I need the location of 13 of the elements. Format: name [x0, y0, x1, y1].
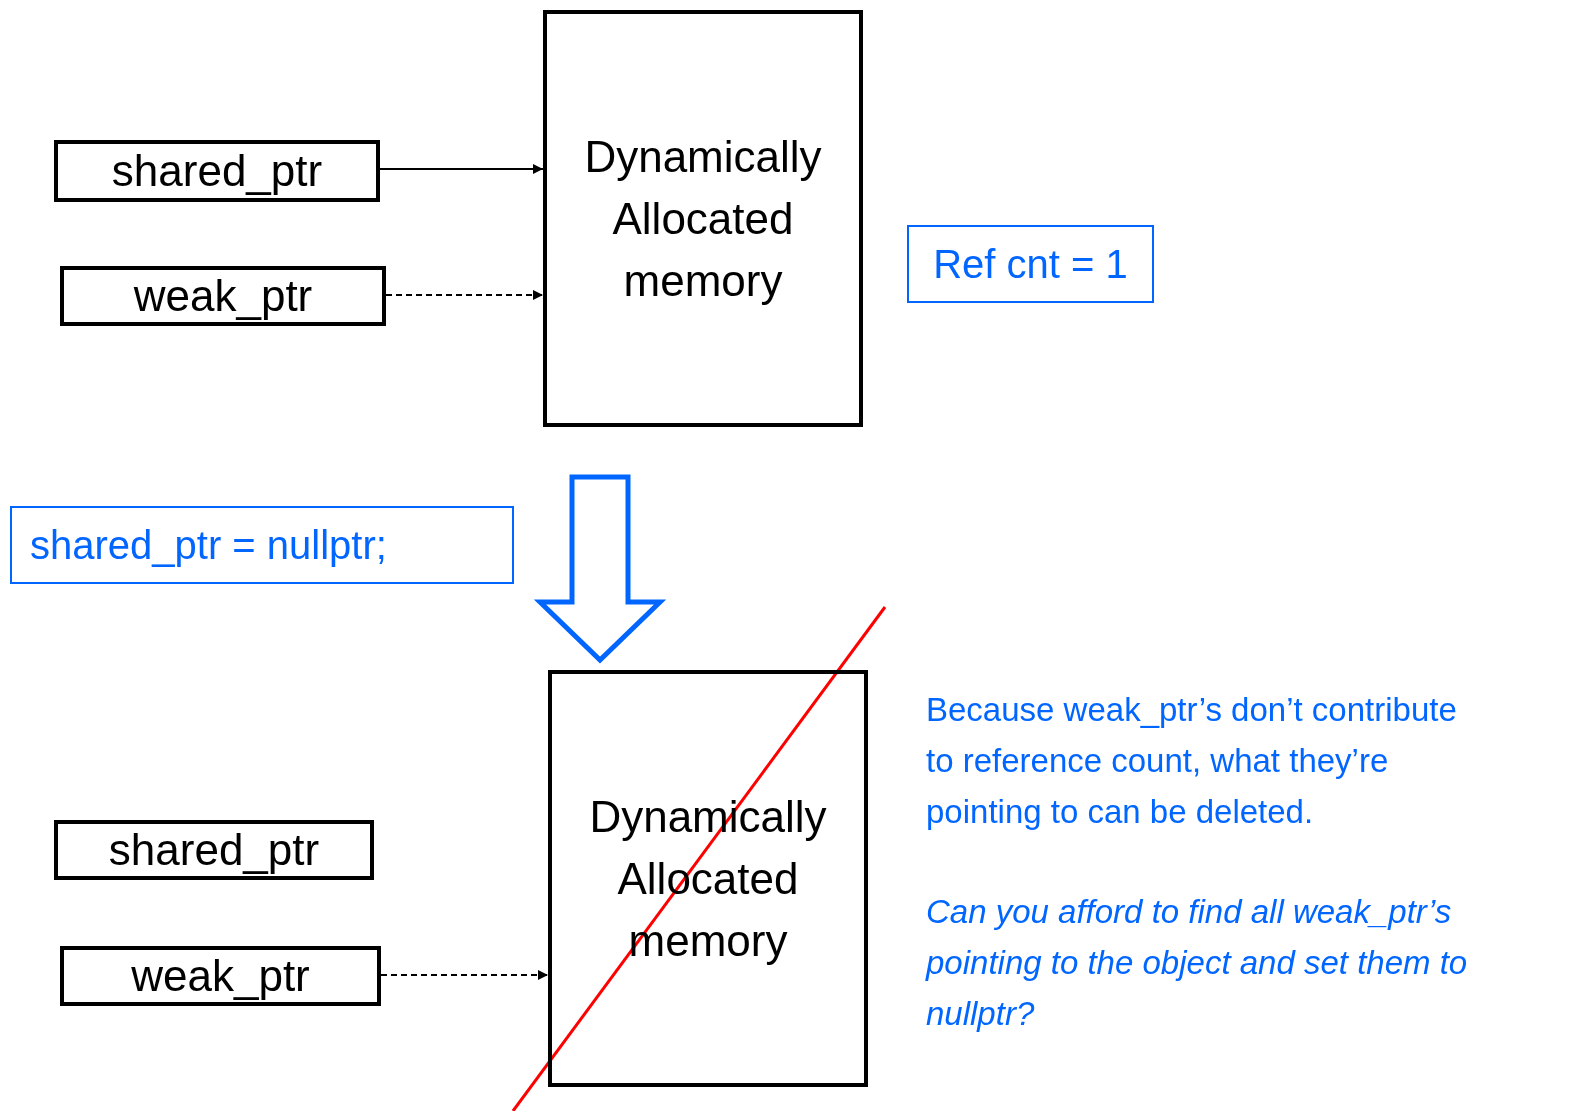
pointer-box: weak_ptr — [60, 266, 386, 326]
pointer-box: shared_ptr — [54, 140, 380, 202]
pointer-box: shared_ptr — [54, 820, 374, 880]
pointer-box: weak_ptr — [60, 946, 381, 1006]
memory-box: Dynamically Allocated memory — [543, 10, 863, 427]
arrow — [379, 164, 544, 174]
code-box: shared_ptr = nullptr; — [10, 506, 514, 584]
note-text: Because weak_ptr’s don’t contribute to reference count, what they’re pointing to can be deleted. — [926, 690, 1458, 832]
block-arrow — [533, 474, 667, 664]
arrow — [380, 970, 549, 980]
arrow — [385, 290, 544, 300]
note-box: Ref cnt = 1 — [907, 225, 1154, 303]
note-text: Can you afford to find all weak_ptr’s pointing to the object and set them to nullptr? — [926, 892, 1469, 1034]
